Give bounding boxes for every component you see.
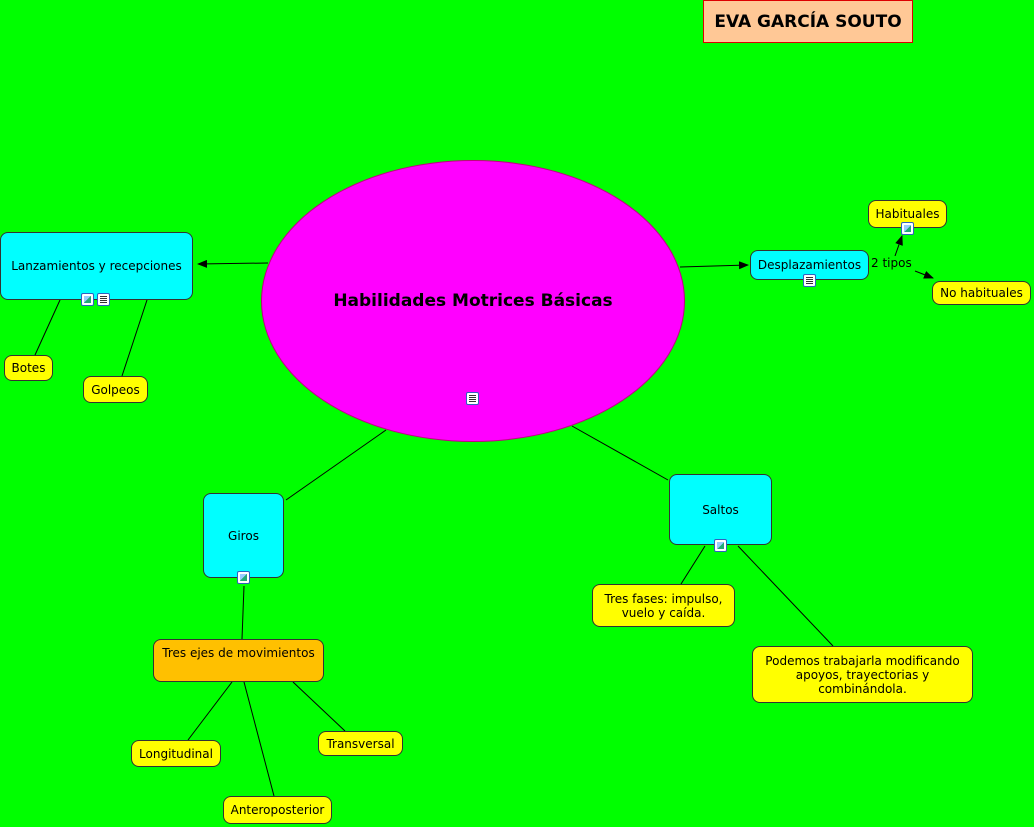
concept-longitudinal[interactable]: Longitudinal <box>131 740 221 767</box>
link-botes <box>34 299 61 356</box>
document-icon[interactable] <box>97 293 110 306</box>
concept-golpeos[interactable]: Golpeos <box>83 376 148 403</box>
link-transversal <box>292 681 346 732</box>
concept-habituales[interactable]: Habituales <box>868 200 947 228</box>
concept-tres-ejes[interactable]: Tres ejes de movimientos <box>153 639 324 682</box>
link-anteroposterior <box>243 681 275 797</box>
concept-giros[interactable]: Giros <box>203 493 284 578</box>
link-golpeos <box>121 299 148 377</box>
link-no-habituales <box>914 270 934 279</box>
image-icon[interactable] <box>901 222 914 235</box>
concept-saltos[interactable]: Saltos <box>669 474 772 545</box>
link-habituales <box>894 235 903 257</box>
concept-podemos[interactable]: Podemos trabajarla modificando apoyos, t… <box>752 646 973 703</box>
concept-tres-fases[interactable]: Tres fases: impulso, vuelo y caída. <box>592 584 735 627</box>
concept-lanzamientos[interactable]: Lanzamientos y recepciones <box>0 232 193 300</box>
author-title: EVA GARCÍA SOUTO <box>703 0 913 43</box>
link-giros <box>285 429 387 501</box>
concept-transversal[interactable]: Transversal <box>318 731 403 756</box>
concept-botes[interactable]: Botes <box>4 355 53 381</box>
image-icon[interactable] <box>81 293 94 306</box>
image-icon[interactable] <box>714 539 727 552</box>
link-saltos <box>571 425 669 481</box>
image-icon[interactable] <box>237 571 250 584</box>
document-icon[interactable] <box>466 392 479 405</box>
link-tres-fases <box>680 545 706 585</box>
document-icon[interactable] <box>803 274 816 287</box>
link-tres-ejes <box>241 585 245 640</box>
concept-anteroposterior[interactable]: Anteroposterior <box>223 796 332 824</box>
link-longitudinal <box>187 681 233 741</box>
link-label-2-tipos: 2 tipos <box>871 256 912 270</box>
link-lanzamientos <box>197 259 269 268</box>
link-desplazamientos <box>679 261 749 270</box>
concept-no-habituales[interactable]: No habituales <box>932 281 1031 305</box>
link-podemos <box>737 545 834 647</box>
